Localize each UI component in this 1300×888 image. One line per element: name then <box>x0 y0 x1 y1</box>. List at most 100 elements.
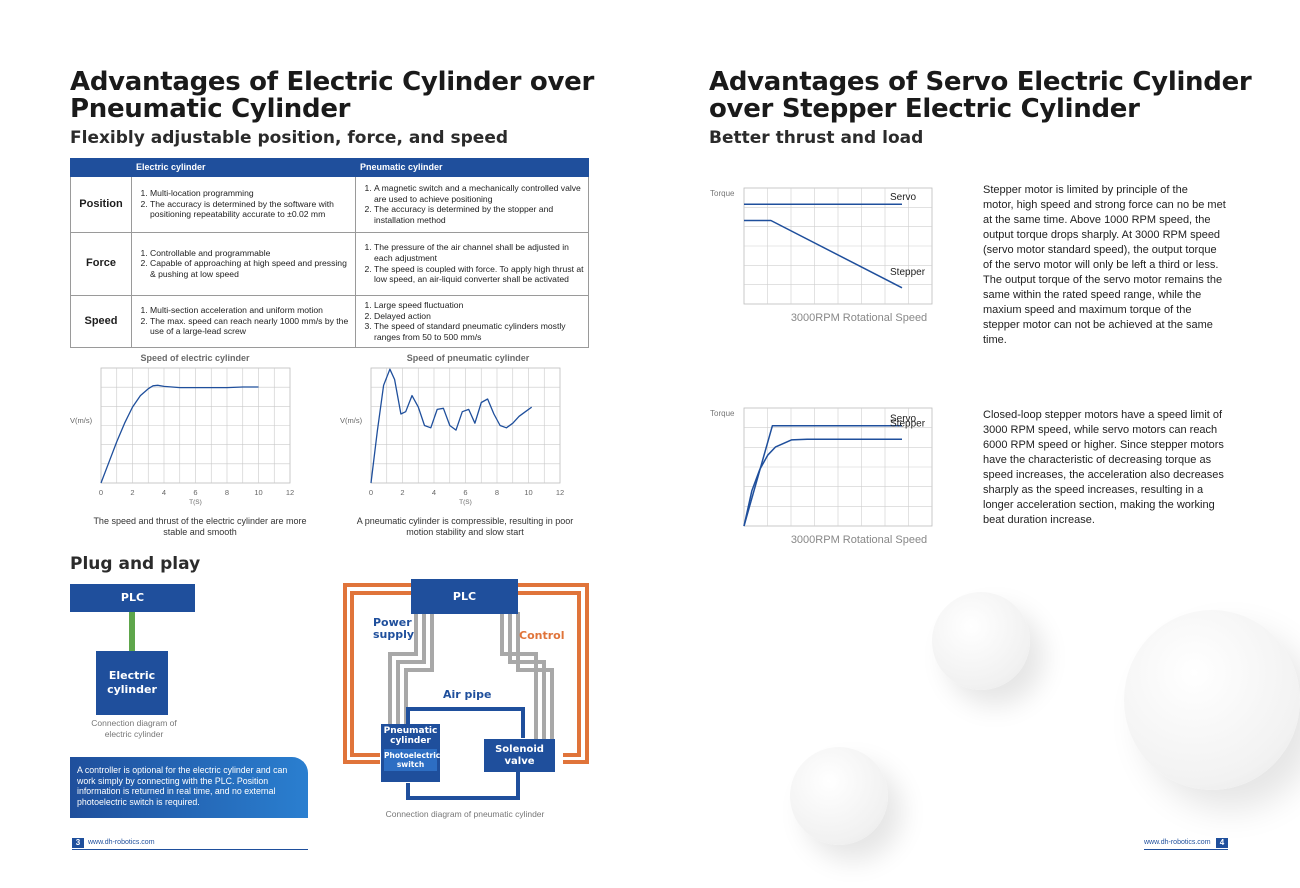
para-line: maxium speed and maximum torque of the <box>983 304 1192 316</box>
table-row: Force Controllable and programmable Capa… <box>70 231 589 296</box>
para-line: at the same time. Above 1000 RPM speed, … <box>983 214 1211 226</box>
chart-electric-title: Speed of electric cylinder <box>140 353 250 363</box>
cell-item: Controllable and programmable <box>150 248 351 259</box>
y-axis-label: V(m/s) <box>340 416 363 425</box>
x-axis-label: T(S) <box>189 499 202 506</box>
para-line: beat duration increase. <box>983 514 1095 526</box>
cell-item: The accuracy is determined by the stoppe… <box>374 204 584 225</box>
para-line: (servo motor standard speed), the output… <box>983 244 1217 256</box>
right-subtitle: Better thrust and load <box>709 128 924 148</box>
air-pipe-label: Air pipe <box>443 688 492 701</box>
info-line: photoelectric switch is required. <box>77 796 200 807</box>
series-line <box>743 424 902 527</box>
series-label: Servo <box>890 192 917 203</box>
x-tick-label: 0 <box>369 488 373 497</box>
cell-item: Multi-section acceleration and uniform m… <box>150 305 351 316</box>
para-line: output torque drops sharply. At 3000 RPM… <box>983 229 1221 241</box>
label-line: supply <box>373 628 415 641</box>
x-tick-label: 8 <box>495 488 499 497</box>
table-header-electric: Electric cylinder <box>131 158 356 177</box>
para-line: The output torque of the servo motor rem… <box>983 274 1223 286</box>
cell-item: The accuracy is determined by the softwa… <box>150 199 351 220</box>
decor-circle-small <box>932 592 1030 690</box>
info-line: A controller is optional for the electri… <box>77 765 288 775</box>
pneumatic-cylinder-box: Pneumatic cylinder Photoelectric switch <box>381 724 440 782</box>
plc-box: PLC <box>70 584 195 612</box>
decor-circle-large <box>1124 610 1300 790</box>
caption-line: A pneumatic cylinder is compressible, re… <box>356 516 574 526</box>
table-header-pneumatic: Pneumatic cylinder <box>355 158 589 177</box>
series-line <box>743 438 902 527</box>
para-line: motor, high speed and strong force can n… <box>983 199 1226 211</box>
x-tick-label: 4 <box>432 488 436 497</box>
control-label: Control <box>519 629 565 642</box>
caption-line: motion stability and slow start <box>406 527 524 537</box>
footer-line-right <box>1144 849 1228 850</box>
electric-cylinder-box: Electric cylinder <box>96 651 168 715</box>
plug-title: Plug and play <box>70 554 201 574</box>
x-axis-label: T(S) <box>459 499 472 506</box>
comparison-table: Electric cylinder Pneumatic cylinder Pos… <box>70 158 589 348</box>
box-line: switch <box>396 760 425 769</box>
x-tick-label: 10 <box>254 488 262 497</box>
cell-item: Delayed action <box>374 311 584 322</box>
page-number-right: 4 <box>1216 838 1228 848</box>
photoelectric-switch-box: Photoelectric switch <box>384 749 440 771</box>
cell-item: The pressure of the air channel shall be… <box>374 242 584 263</box>
decor-circle-bottom <box>790 747 888 845</box>
right-paragraph-1: Stepper motor is limited by principle of… <box>983 183 1238 348</box>
y-axis-label: Torque <box>710 189 735 198</box>
label-line: Power <box>373 616 412 629</box>
cell-item: The speed of standard pneumatic cylinder… <box>374 321 584 342</box>
x-tick-label: 10 <box>524 488 532 497</box>
series-label: Stepper <box>890 267 926 278</box>
para-line: 6000 RPM speed or higher. Since stepper … <box>983 439 1224 451</box>
box-line: cylinder <box>107 683 157 696</box>
chart-pneumatic-caption: A pneumatic cylinder is compressible, re… <box>345 516 585 538</box>
para-line: time. <box>983 334 1007 346</box>
series-label: Stepper <box>890 418 926 429</box>
pn-plc-box: PLC <box>411 579 518 614</box>
table-row: Speed Multi-section acceleration and uni… <box>70 294 589 348</box>
row-label-speed: Speed <box>70 294 132 348</box>
x-tick-label: 2 <box>130 488 134 497</box>
box-line: Solenoid <box>495 743 544 755</box>
x-tick-label: 12 <box>286 488 294 497</box>
y-axis-label: V(m/s) <box>70 416 93 425</box>
pneumatic-diagram <box>343 583 589 800</box>
box-line: Pneumatic <box>383 726 438 736</box>
right-title-line2: over Stepper Electric Cylinder <box>709 94 1140 124</box>
series-line <box>100 384 259 484</box>
right-paragraph-2: Closed-loop stepper motors have a speed … <box>983 408 1238 528</box>
solenoid-valve-box: Solenoid valve <box>484 739 555 772</box>
series-line <box>744 219 903 289</box>
table-row: Position Multi-location programming The … <box>70 175 589 233</box>
x-tick-label: 6 <box>193 488 197 497</box>
caption-line: electric cylinder <box>104 729 164 739</box>
green-connector <box>129 612 135 651</box>
series-line <box>370 368 533 484</box>
x-tick-label: 2 <box>400 488 404 497</box>
power-supply-label: Power supply <box>373 617 414 641</box>
x-tick-label: 8 <box>225 488 229 497</box>
box-line: valve <box>504 755 535 767</box>
cell-item: Multi-location programming <box>150 188 351 199</box>
para-line: sharply as the speed increases, resultin… <box>983 484 1204 496</box>
cell-item: Large speed fluctuation <box>374 300 584 311</box>
left-title-line2: Pneumatic Cylinder <box>70 94 351 124</box>
caption-line: stable and smooth <box>163 527 237 537</box>
table-header-empty <box>70 158 132 177</box>
chart-electric-caption: The speed and thrust of the electric cyl… <box>70 516 330 538</box>
para-line: Stepper motor is limited by principle of… <box>983 184 1188 196</box>
y-axis-label: Torque <box>710 409 735 418</box>
x-tick-label: 4 <box>162 488 166 497</box>
cell-item: Capable of approaching at high speed and… <box>150 258 351 279</box>
left-title-line1: Advantages of Electric Cylinder over <box>70 67 595 97</box>
box-line: cylinder <box>390 736 431 746</box>
conn-electric-caption: Connection diagram of electric cylinder <box>70 718 198 740</box>
info-line: information is returned in real time, an… <box>77 786 276 796</box>
para-line: same within the rated speed range, while… <box>983 289 1202 301</box>
para-line: longer acceleration section, making the … <box>983 499 1215 511</box>
